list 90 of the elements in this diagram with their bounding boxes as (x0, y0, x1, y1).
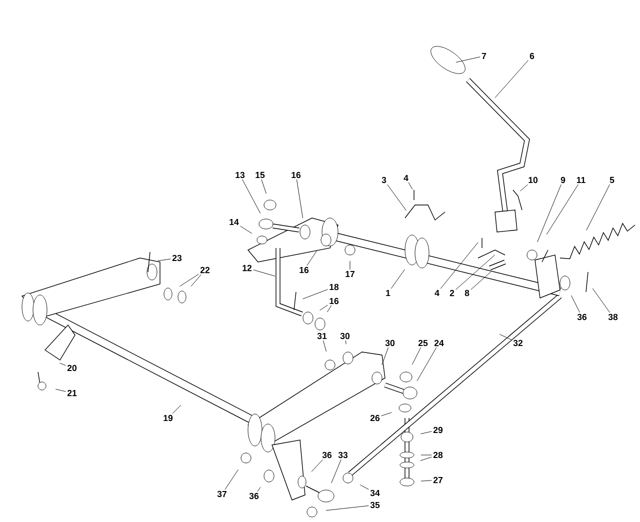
callout-number: 12 (242, 264, 252, 272)
leader-line (190, 274, 202, 287)
leader-line (456, 254, 495, 290)
callout-number: 1 (386, 290, 390, 296)
leader-line (345, 340, 346, 344)
leader-line (420, 454, 432, 456)
leader-line (387, 184, 406, 211)
leader-line (420, 456, 432, 461)
leader-line (416, 347, 437, 382)
leader-line (224, 469, 238, 490)
callout-number: 28 (433, 452, 443, 458)
leader-line (586, 184, 610, 231)
leader-line (60, 362, 66, 366)
callout-number: 7 (482, 52, 486, 60)
callout-number: 25 (418, 340, 428, 346)
callout-number: 8 (464, 290, 470, 296)
callout-number: 35 (370, 502, 380, 508)
leader-line (420, 480, 432, 482)
callout-number: 19 (164, 414, 173, 422)
leader-line (546, 184, 578, 235)
leader-line (494, 60, 528, 98)
leader-line (180, 274, 199, 287)
leader-line (537, 184, 562, 242)
callout-number: 4 (434, 290, 440, 296)
callout-number: 6 (530, 52, 534, 60)
callout-number: 36 (322, 452, 332, 458)
callout-number: 30 (340, 332, 350, 340)
callout-number: 36 (577, 314, 587, 320)
callout-number: 17 (346, 270, 354, 278)
callout-number: 18 (330, 284, 339, 290)
leader-line (302, 289, 328, 300)
callout-number: 14 (230, 218, 239, 226)
callout-number: 31 (317, 332, 327, 340)
leader-line (499, 334, 512, 340)
leader-line (242, 179, 261, 214)
callout-number: 27 (433, 476, 442, 484)
leader-line (172, 404, 182, 414)
callout-number: 24 (434, 340, 444, 346)
leader-line (326, 505, 369, 511)
callout-number: 16 (300, 266, 309, 274)
leader-line (390, 269, 406, 289)
leader-line (470, 272, 491, 290)
leader-line (382, 347, 389, 366)
leader-line (420, 431, 432, 434)
callout-number: 21 (67, 390, 77, 396)
leader-line (158, 258, 171, 262)
leader-line (571, 295, 580, 313)
leader-line (331, 459, 342, 484)
callout-number: 10 (528, 176, 538, 184)
leader-line (306, 250, 318, 266)
leader-line (55, 388, 66, 392)
callout-number: 16 (330, 298, 339, 304)
leader-line (408, 182, 413, 190)
callout-number: 29 (433, 426, 443, 434)
callout-number: 13 (236, 172, 245, 178)
leader-line (520, 184, 528, 192)
leader-line (327, 305, 332, 312)
callout-number: 15 (256, 172, 265, 178)
callout-number: 36 (249, 492, 259, 500)
leader-line (240, 226, 252, 234)
leader-line (412, 347, 421, 365)
callout-number: 11 (576, 176, 586, 184)
leader-line (311, 459, 324, 472)
callout-number: 5 (610, 176, 614, 184)
callout-number: 22 (200, 266, 210, 274)
leader-line (456, 56, 480, 63)
callout-number: 9 (560, 176, 566, 184)
callout-number: 33 (338, 452, 348, 458)
leader-line (296, 179, 304, 218)
callout-number: 2 (450, 290, 454, 296)
callout-number: 23 (172, 254, 182, 262)
leader-line (440, 242, 478, 289)
callout-number: 37 (217, 490, 226, 498)
callout-number: 4 (404, 174, 408, 182)
callout-number: 16 (292, 172, 301, 178)
callout-number: 20 (67, 364, 77, 372)
leader-line (253, 270, 276, 276)
leader-line (323, 340, 326, 352)
callout-number: 30 (385, 340, 395, 346)
callout-number: 38 (608, 314, 618, 320)
callout-number: 34 (370, 490, 380, 496)
leader-line (381, 412, 392, 416)
leader-line (360, 484, 369, 490)
leader-line (592, 288, 610, 313)
leader-line (257, 486, 261, 492)
leader-line (320, 304, 328, 311)
callout-number: 3 (382, 176, 386, 184)
callout-number: 26 (370, 414, 380, 422)
callout-number: 32 (513, 340, 523, 346)
leader-line (261, 179, 266, 194)
